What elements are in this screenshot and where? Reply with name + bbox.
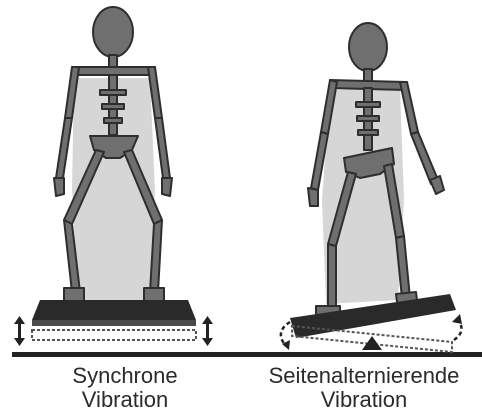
- caption-synchrone-line2: Vibration: [30, 388, 220, 412]
- up-down-arrow-left-icon: [14, 316, 25, 346]
- caption-seitenalternierend: Seitenalternierende Vibration: [246, 364, 482, 412]
- figure-seitenalternierend: [281, 23, 462, 352]
- caption-synchrone: Synchrone Vibration: [30, 364, 220, 412]
- figure-synchrone: [14, 7, 213, 346]
- platform-synchrone: [32, 300, 196, 340]
- caption-seitenalternierend-line1: Seitenalternierende: [246, 364, 482, 388]
- platform-seitenalternierend: [290, 294, 456, 352]
- pivot-icon: [362, 336, 382, 350]
- caption-synchrone-line1: Synchrone: [30, 364, 220, 388]
- rotation-arrow-left-icon: [281, 322, 290, 350]
- up-down-arrow-right-icon: [202, 316, 213, 346]
- head-left: [93, 7, 133, 57]
- rotation-arrow-right-icon: [452, 314, 462, 340]
- caption-seitenalternierend-line2: Vibration: [246, 388, 482, 412]
- head-right: [349, 23, 387, 71]
- ground-line: [12, 352, 482, 357]
